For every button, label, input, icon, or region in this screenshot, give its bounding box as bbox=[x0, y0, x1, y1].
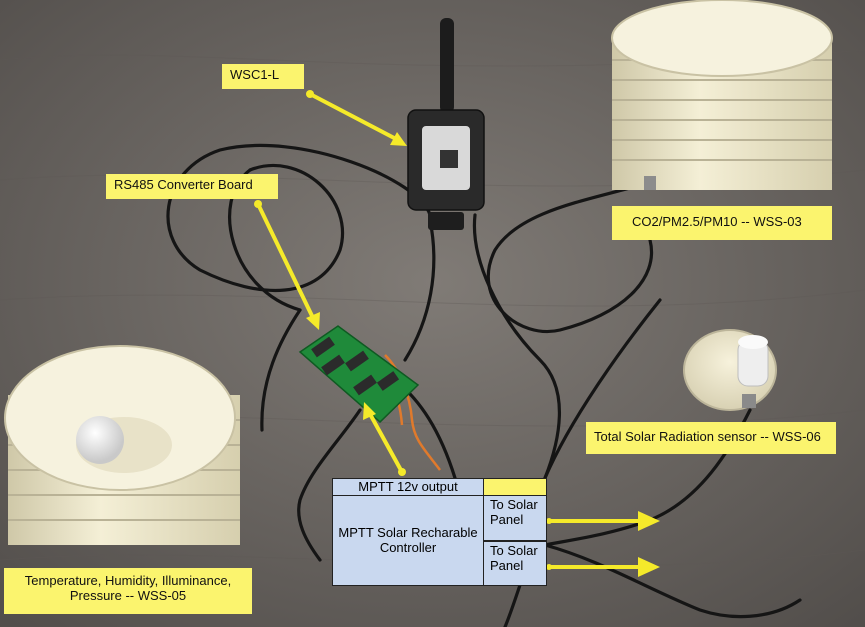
solar-panel-1-line1: To Solar bbox=[490, 497, 538, 512]
rs485-label: RS485 Converter Board bbox=[106, 174, 278, 199]
solar-panel-box-2: To Solar Panel bbox=[484, 541, 547, 586]
temperature-label: Temperature, Humidity, Illuminance, Pres… bbox=[4, 568, 252, 614]
solar-panel-2-line2: Panel bbox=[490, 557, 524, 573]
wsc1-l-label: WSC1-L bbox=[222, 64, 304, 89]
mptt-controller-line1: MPTT Solar Recharable bbox=[338, 524, 478, 540]
callout-arrows bbox=[254, 90, 660, 577]
solar-panel-2-line1: To Solar bbox=[490, 543, 538, 558]
mptt-controller-line2: Controller bbox=[379, 539, 437, 555]
solar-panel-1-line2: Panel bbox=[490, 511, 524, 527]
co2-label: CO2/PM2.5/PM10 -- WSS-03 bbox=[612, 206, 832, 240]
cables bbox=[166, 143, 802, 627]
temperature-label-line1: Temperature, Humidity, Illuminance, bbox=[24, 573, 232, 588]
solar-panel-box-1: To Solar Panel bbox=[484, 496, 547, 541]
solar-radiation-label: Total Solar Radiation sensor -- WSS-06 bbox=[586, 422, 836, 454]
mptt-output-yellow-cell bbox=[484, 478, 547, 496]
temperature-label-line2: Pressure -- WSS-05 bbox=[69, 587, 187, 603]
co2-shield bbox=[611, 0, 833, 190]
wsc1-l-device bbox=[407, 18, 485, 230]
temperature-shield bbox=[4, 345, 240, 545]
rs485-converter-board bbox=[298, 325, 420, 424]
mptt-controller-box: MPTT Solar Recharable Controller bbox=[332, 496, 484, 586]
solar-radiation-sensor bbox=[683, 329, 777, 411]
mptt-output-label: MPTT 12v output bbox=[332, 478, 484, 496]
